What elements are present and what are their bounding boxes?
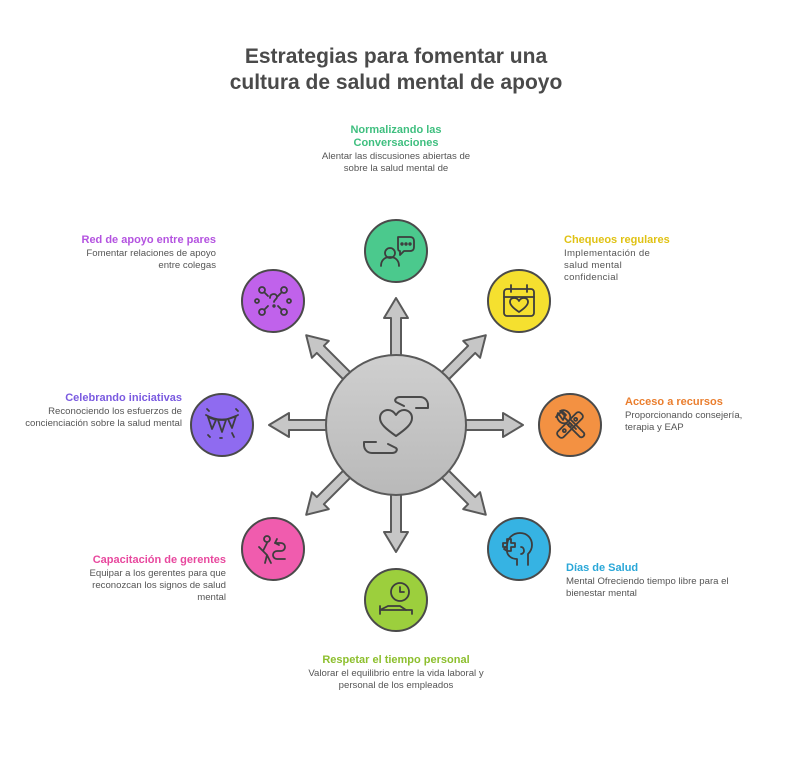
- arrow-respetar: [383, 492, 409, 553]
- node-circle-dias: [487, 517, 551, 581]
- normalizando-title-1: Normalizando las: [350, 124, 442, 136]
- chequeos-desc-3: confidencial: [564, 272, 619, 283]
- label-capacitacion: Capacitación de gerentes Equipar a los g…: [46, 554, 226, 604]
- title-line-2: cultura de salud mental de apoyo: [229, 71, 563, 94]
- normalizando-desc-1: Alentar las discusiones abiertas de: [321, 151, 471, 162]
- red-title: Red de apoyo entre pares: [81, 234, 217, 246]
- dias-desc-1: Mental Ofreciendo tiempo libre para el: [566, 576, 729, 587]
- dias-desc-2: bienestar mental: [566, 588, 637, 599]
- calendar-heart-icon: [503, 284, 535, 317]
- celebrando-title: Celebrando iniciativas: [65, 392, 182, 404]
- node-circle-celebrando: [190, 393, 254, 457]
- hands-heart-icon: [363, 396, 429, 454]
- label-normalizando: Normalizando las Conversaciones Alentar …: [290, 124, 502, 175]
- chequeos-desc-1: Implementación de: [564, 248, 651, 259]
- node-normalizando: [364, 219, 428, 283]
- tools-icon: [555, 409, 586, 439]
- arrow-dias: [439, 468, 487, 516]
- node-respetar: [364, 568, 428, 632]
- node-dias: [487, 517, 551, 581]
- bunting-icon: [205, 408, 239, 439]
- arrow-acceso: [463, 412, 524, 438]
- arrow-chequeos: [439, 334, 487, 382]
- label-dias: Días de Salud Mental Ofreciendo tiempo l…: [566, 562, 766, 600]
- acceso-desc-1: Proporcionando consejería,: [625, 410, 743, 421]
- node-circle-normalizando: [364, 219, 428, 283]
- respetar-desc-1: Valorar el equilibrio entre la vida labo…: [308, 668, 484, 679]
- node-circle-acceso: [538, 393, 602, 457]
- node-circles: [190, 219, 602, 632]
- node-chequeos: [487, 269, 551, 333]
- hub: [325, 354, 467, 496]
- label-chequeos: Chequeos regulares Implementación de sal…: [564, 234, 744, 284]
- node-red: [241, 269, 305, 333]
- clock-bed-icon: [379, 582, 413, 615]
- arrows: [268, 297, 524, 553]
- respetar-title: Respetar el tiempo personal: [322, 654, 470, 666]
- arrow-capacitacion: [305, 468, 353, 516]
- network-question-icon: [254, 286, 292, 316]
- node-circle-capacitacion: [241, 517, 305, 581]
- node-celebrando: [190, 393, 254, 457]
- capacitacion-desc-2: reconozcan los signos de salud: [92, 580, 226, 591]
- acceso-desc-2: terapia y EAP: [625, 422, 684, 433]
- chequeos-desc-2: salud mental: [564, 260, 622, 271]
- label-respetar: Respetar el tiempo personal Valorar el e…: [276, 654, 516, 692]
- head-medical-icon: [502, 532, 533, 566]
- red-desc-2: entre colegas: [158, 260, 216, 271]
- normalizando-title-2: Conversaciones: [353, 137, 439, 149]
- label-acceso: Acceso a recursos Proporcionando conseje…: [625, 396, 785, 434]
- label-celebrando: Celebrando iniciativas Reconociendo los …: [6, 392, 182, 430]
- arrow-normalizando: [383, 297, 409, 358]
- diagram-title: Estrategias para fomentar una cultura de…: [146, 44, 646, 96]
- chat-person-icon: [380, 236, 415, 267]
- person-path-icon: [258, 535, 286, 564]
- node-acceso: [538, 393, 602, 457]
- normalizando-desc-2: sobre la salud mental de: [343, 163, 449, 174]
- node-circle-red: [241, 269, 305, 333]
- arrow-red: [305, 334, 353, 382]
- label-red: Red de apoyo entre pares Fomentar relaci…: [40, 234, 217, 272]
- capacitacion-desc-3: mental: [197, 592, 226, 603]
- node-capacitacion: [241, 517, 305, 581]
- celebrando-desc-2: concienciación sobre la salud mental: [25, 418, 182, 429]
- capacitacion-desc-1: Equipar a los gerentes para que: [89, 568, 226, 579]
- red-desc-1: Fomentar relaciones de apoyo: [86, 248, 216, 259]
- acceso-title: Acceso a recursos: [625, 396, 723, 408]
- respetar-desc-2: personal de los empleados: [338, 680, 454, 691]
- capacitacion-title: Capacitación de gerentes: [92, 554, 226, 566]
- chequeos-title: Chequeos regulares: [564, 234, 670, 246]
- celebrando-desc-1: Reconociendo los esfuerzos de: [48, 406, 182, 417]
- arrow-celebrando: [268, 412, 329, 438]
- dias-title: Días de Salud: [566, 562, 639, 574]
- title-line-1: Estrategias para fomentar una: [244, 45, 548, 68]
